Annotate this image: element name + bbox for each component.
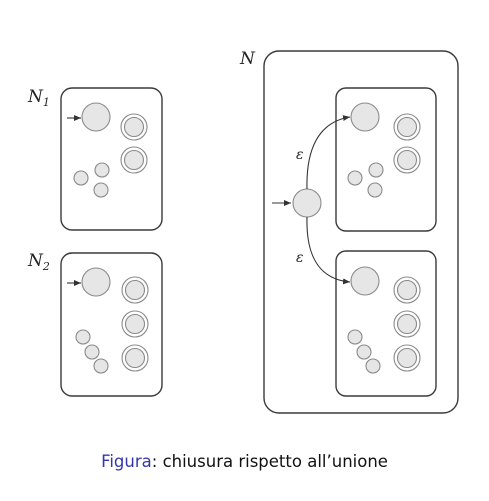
inner-n1-box — [335, 87, 437, 232]
n1-accepting-state-1 — [120, 113, 148, 141]
n-new-initial-state — [292, 188, 322, 218]
caption-keyword: Figura — [101, 452, 152, 471]
n2-initial-state — [81, 267, 111, 297]
n2-state — [84, 344, 100, 360]
inner-n1-initial-state — [350, 102, 380, 132]
inner-n1-accepting-state-1 — [393, 113, 421, 141]
n1-state — [93, 182, 109, 198]
n2-label: N2 — [27, 251, 50, 273]
inner-n2-box — [335, 250, 437, 397]
inner-n1-state — [368, 162, 384, 178]
inner-n2-accepting-state-3 — [393, 344, 421, 372]
inner-n1-accepting-state-2 — [393, 146, 421, 174]
n1-label: N1 — [27, 87, 50, 109]
n2-accepting-state-1 — [121, 276, 149, 304]
inner-n2-state — [356, 344, 372, 360]
inner-n2-state — [365, 358, 381, 374]
inner-n1-state — [347, 170, 363, 186]
caption-separator: : — [151, 452, 158, 471]
n2-state — [93, 358, 109, 374]
n2-state — [75, 329, 91, 345]
n-label: N — [239, 49, 256, 69]
figure-caption: Figura: chiusura rispetto all’unione — [0, 452, 489, 471]
caption-text: chiusura rispetto all’unione — [157, 452, 388, 471]
n1-initial-state — [81, 102, 111, 132]
inner-n2-state — [347, 329, 363, 345]
inner-n2-accepting-state-2 — [393, 310, 421, 338]
n1-accepting-state-2 — [120, 146, 148, 174]
inner-n1-state — [367, 182, 383, 198]
n1-state — [73, 170, 89, 186]
inner-n2-initial-state — [350, 266, 380, 296]
n2-accepting-state-3 — [121, 344, 149, 372]
epsilon-label-top: ε — [296, 147, 304, 163]
epsilon-transition-top — [306, 115, 351, 190]
n1-state — [94, 162, 110, 178]
n2-accepting-state-2 — [121, 310, 149, 338]
inner-n2-accepting-state-1 — [393, 276, 421, 304]
epsilon-label-bottom: ε — [296, 250, 304, 266]
epsilon-transition-bottom — [306, 216, 351, 285]
